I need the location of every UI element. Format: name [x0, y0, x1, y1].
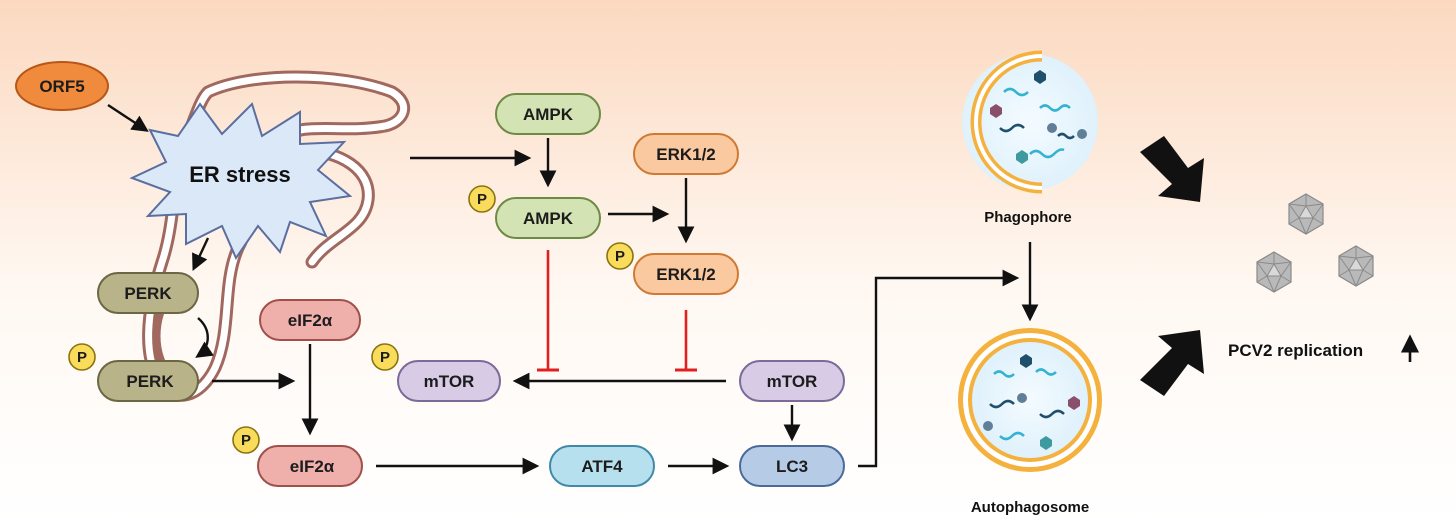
phagophore-label: Phagophore	[984, 209, 1072, 226]
orf5-label: ORF5	[39, 77, 84, 96]
phospho-badge-eif2a	[232, 426, 260, 454]
p-ampk-node	[495, 197, 601, 239]
p-eif2a-label: eIF2α	[290, 457, 335, 476]
mtor-label: mTOR	[767, 372, 818, 391]
ampk-label: AMPK	[523, 105, 574, 124]
er-stress-label: ER stress	[189, 162, 291, 187]
p-eif2a-node	[257, 445, 363, 487]
phagophore-icon	[962, 50, 1098, 194]
eif2a-label: eIF2α	[288, 311, 333, 330]
erk-label: ERK1/2	[656, 145, 716, 164]
perk-node	[97, 272, 199, 314]
phospho-label: P	[477, 191, 487, 208]
stress-burst-icon	[129, 102, 353, 261]
p-perk-node	[97, 360, 199, 402]
phospho-badge-erk	[606, 242, 634, 270]
phospho-badge-ampk	[468, 185, 496, 213]
arrow-er-perk	[192, 237, 210, 272]
lc3-node	[739, 445, 845, 487]
arrow-orf5-er	[107, 103, 149, 132]
phospho-label: P	[615, 248, 625, 265]
block-arrow-lower	[1140, 330, 1204, 396]
erk-node	[633, 133, 739, 175]
autophagosome-label: Autophagosome	[971, 499, 1089, 516]
atf4-node	[549, 445, 655, 487]
autophagosome-icon	[958, 328, 1102, 472]
ampk-node	[495, 93, 601, 135]
block-arrow-upper	[1140, 136, 1204, 202]
p-erk-node	[633, 253, 739, 295]
p-perk-label: PERK	[126, 372, 174, 391]
p-erk-label: ERK1/2	[656, 265, 716, 284]
pcv2-label: PCV2 replication	[1228, 341, 1363, 360]
eif2a-node	[259, 299, 361, 341]
perk-label: PERK	[124, 284, 172, 303]
atf4-label: ATF4	[581, 457, 623, 476]
arrow-lc3-autophagy	[858, 269, 1020, 468]
p-mtor-label: mTOR	[424, 372, 475, 391]
phospho-label: P	[241, 432, 251, 449]
orf5-node	[15, 61, 109, 111]
lc3-label: LC3	[776, 457, 808, 476]
arrow-perk-pperk	[195, 317, 214, 358]
phospho-badge-perk	[68, 343, 96, 371]
mtor-node	[739, 360, 845, 402]
phospho-badge-mtor	[371, 343, 399, 371]
p-mtor-node	[397, 360, 501, 402]
phospho-label: P	[380, 349, 390, 366]
er-membrane-inner	[145, 73, 408, 399]
p-ampk-label: AMPK	[523, 209, 574, 228]
phospho-label: P	[77, 349, 87, 366]
